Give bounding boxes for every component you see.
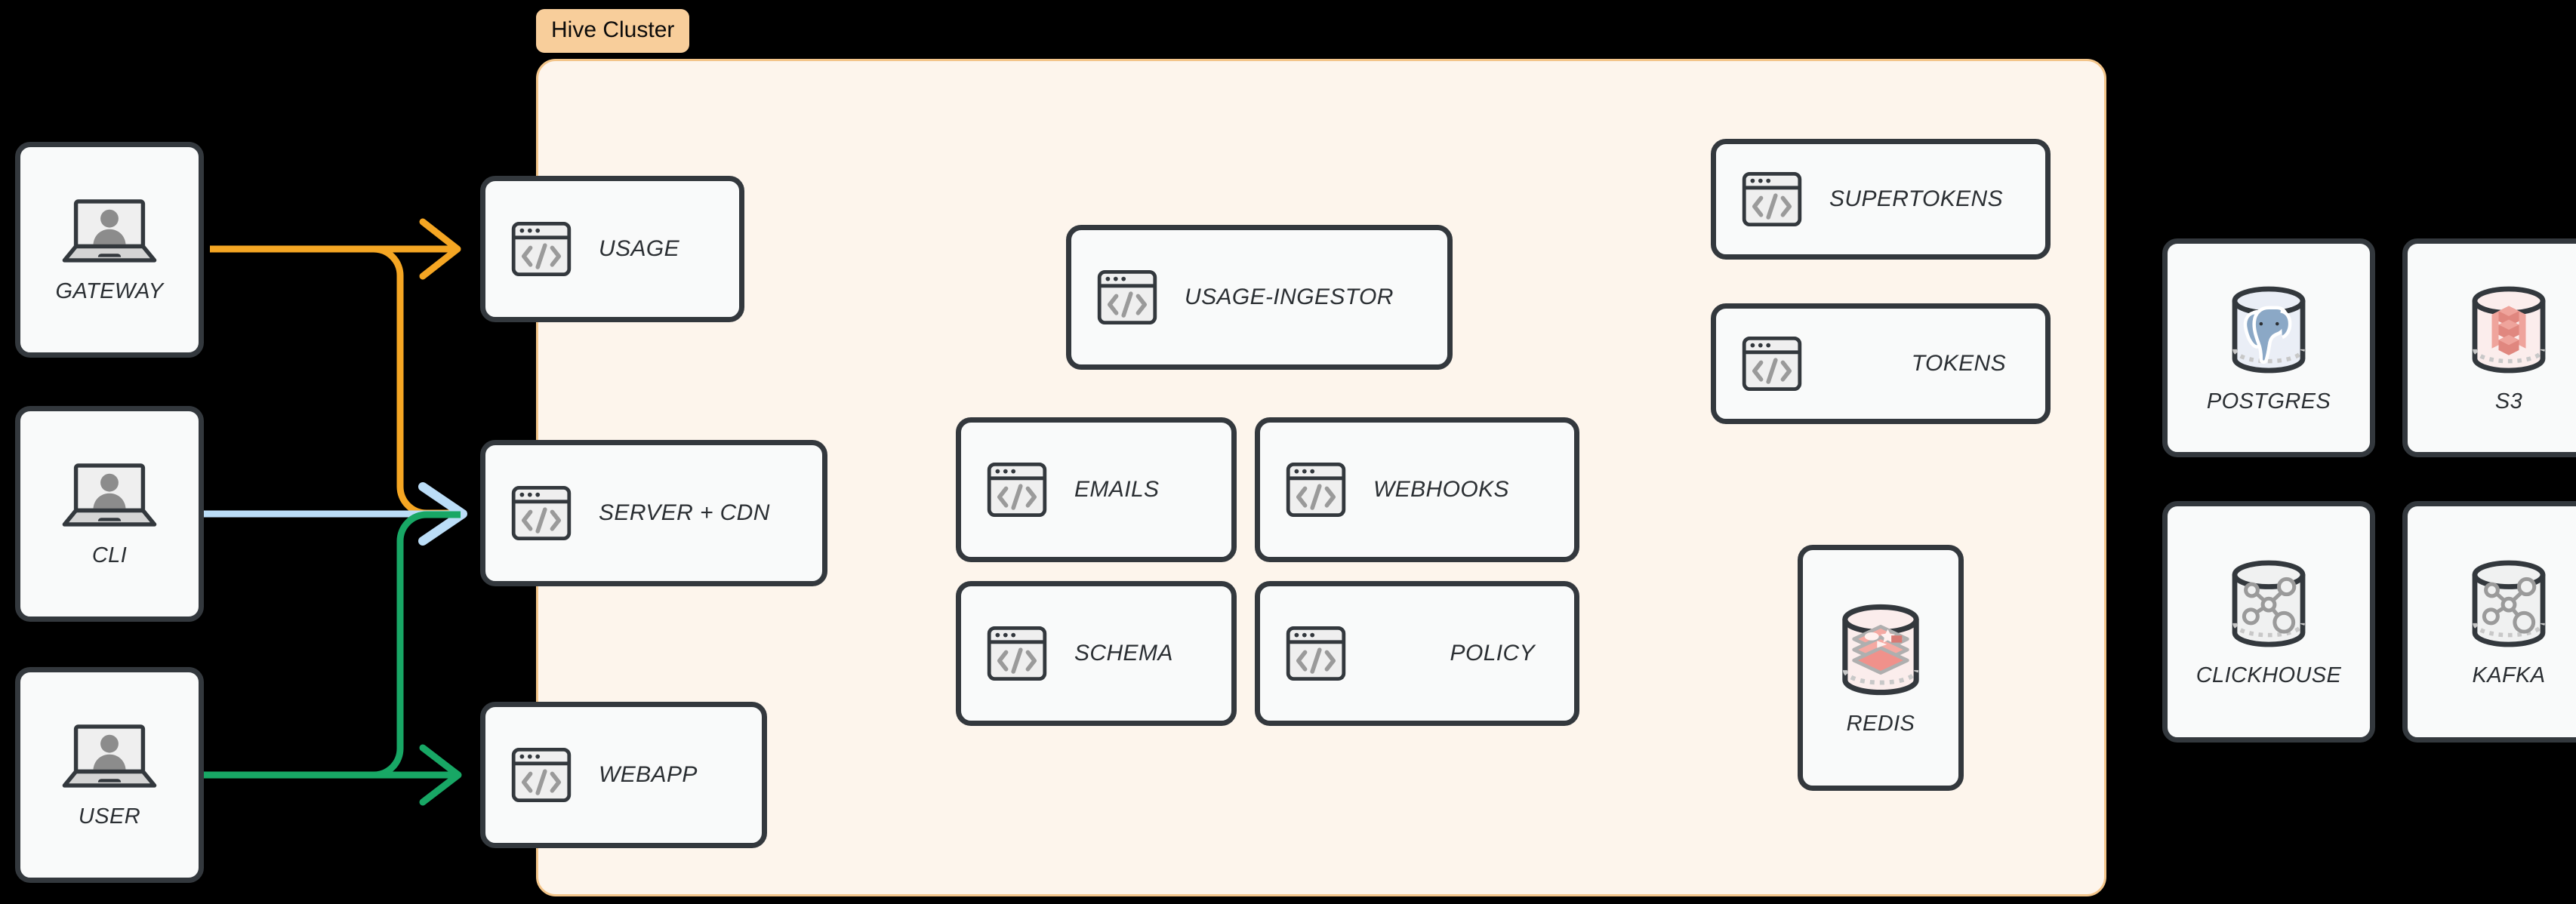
datastore-label-s3: S3 (2494, 389, 2523, 414)
client-label-gateway: GATEWAY (55, 278, 164, 303)
service-node-usage-ingestor[interactable]: USAGE-INGESTOR (1066, 225, 1453, 370)
datastore-node-redis[interactable]: REDIS (1798, 545, 1964, 791)
service-node-webapp[interactable]: WEBAPP (480, 702, 767, 848)
code-window-icon (511, 221, 572, 277)
datastore-node-s3[interactable]: S3 (2402, 238, 2576, 457)
service-label-policy: POLICY (1450, 641, 1535, 666)
service-node-schema[interactable]: SCHEMA (956, 581, 1237, 726)
service-label-tokens: TOKENS (1911, 351, 2006, 376)
s3-database-icon (2463, 282, 2555, 377)
code-window-icon (511, 747, 572, 803)
service-node-usage[interactable]: USAGE (480, 176, 744, 322)
service-label-webhooks: WEBHOOKS (1373, 477, 1509, 502)
datastore-node-clickhouse[interactable]: CLICKHOUSE (2162, 501, 2375, 743)
edge-gateway-to-usage (210, 218, 461, 280)
datastore-node-postgres[interactable]: POSTGRES (2162, 238, 2375, 457)
code-window-icon (1742, 171, 1802, 227)
service-label-server-cdn: SERVER + CDN (599, 500, 770, 525)
laptop-user-icon (60, 721, 159, 792)
service-node-policy[interactable]: POLICY (1255, 581, 1579, 726)
kafka-database-icon (2463, 556, 2555, 651)
edge-user-to-server-cdn (202, 511, 461, 779)
service-label-schema: SCHEMA (1074, 641, 1173, 666)
service-label-supertokens: SUPERTOKENS (1829, 186, 2004, 211)
service-node-supertokens[interactable]: SUPERTOKENS (1711, 139, 2051, 260)
code-window-icon (1742, 336, 1802, 392)
datastore-label-redis: REDIS (1846, 711, 1915, 736)
edge-cli-to-server-cdn (204, 482, 467, 546)
code-window-icon (1286, 626, 1346, 681)
service-node-emails[interactable]: EMAILS (956, 417, 1237, 562)
client-label-cli: CLI (91, 543, 128, 567)
service-node-server-cdn[interactable]: SERVER + CDN (480, 440, 827, 586)
code-window-icon (987, 626, 1047, 681)
datastore-label-postgres: POSTGRES (2206, 389, 2331, 414)
code-window-icon (1097, 269, 1157, 325)
edge-gateway-to-server-cdn (210, 245, 461, 517)
service-label-webapp: WEBAPP (599, 762, 698, 787)
service-node-webhooks[interactable]: WEBHOOKS (1255, 417, 1579, 562)
hive-cluster-badge: Hive Cluster (536, 9, 690, 53)
clickhouse-database-icon (2223, 556, 2315, 651)
datastore-label-clickhouse: CLICKHOUSE (2195, 663, 2342, 687)
service-label-usage: USAGE (599, 236, 680, 261)
service-node-tokens[interactable]: TOKENS (1711, 303, 2051, 424)
client-node-gateway[interactable]: GATEWAY (15, 142, 204, 358)
code-window-icon (987, 462, 1047, 518)
client-label-user: USER (78, 804, 141, 829)
postgres-database-icon (2223, 282, 2315, 377)
code-window-icon (1286, 462, 1346, 518)
datastore-node-kafka[interactable]: KAFKA (2402, 501, 2576, 743)
service-label-emails: EMAILS (1074, 477, 1160, 502)
redis-database-icon (1832, 600, 1929, 700)
laptop-user-icon (60, 196, 159, 267)
code-window-icon (511, 485, 572, 541)
datastore-label-kafka: KAFKA (2472, 663, 2546, 687)
edge-user-to-webapp (202, 744, 462, 806)
service-label-usage-ingestor: USAGE-INGESTOR (1185, 284, 1394, 309)
client-node-cli[interactable]: CLI (15, 406, 204, 622)
laptop-user-icon (60, 460, 159, 531)
client-node-user[interactable]: USER (15, 667, 204, 883)
